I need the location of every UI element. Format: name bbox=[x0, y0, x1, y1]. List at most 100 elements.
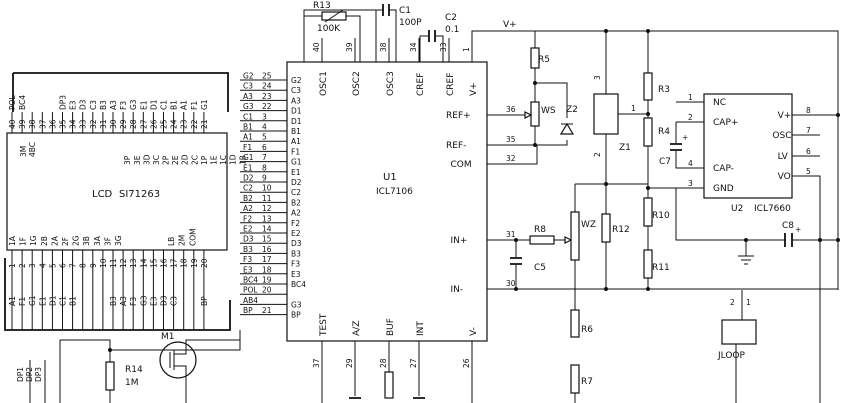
lcd-bottom-pin-number: 17 bbox=[170, 258, 179, 268]
u1-inner-left-label: E3 bbox=[291, 270, 301, 279]
z1-device bbox=[593, 93, 619, 135]
r10-label: R10 bbox=[652, 211, 670, 221]
r8-resistor bbox=[529, 235, 555, 245]
c8-capacitor bbox=[784, 233, 793, 247]
dp-wires bbox=[29, 339, 111, 403]
u1-left-pin-label: E1 bbox=[243, 163, 253, 172]
junction-r10 bbox=[646, 186, 650, 190]
junction-in-plus bbox=[514, 238, 518, 242]
lcd-bottom-segment: BP bbox=[200, 296, 209, 306]
c5-capacitor bbox=[510, 257, 522, 265]
lcd-bottom-pin-number: 13 bbox=[129, 258, 138, 268]
u1-left-pin-label: C2 bbox=[243, 184, 253, 193]
r14-value: 1M bbox=[125, 378, 139, 388]
u1-left-pin-number: 14 bbox=[262, 225, 272, 234]
u1-inner-left-label: B2 bbox=[291, 198, 301, 207]
u2-right-pin-number: 8 bbox=[806, 106, 811, 115]
ws-pot bbox=[530, 101, 540, 127]
lcd-top-segment: C3 bbox=[89, 100, 98, 110]
u1-inner-left-label: A1 bbox=[291, 137, 301, 146]
lcd-bottom-pin-number: 5 bbox=[48, 263, 57, 268]
z1-label: Z1 bbox=[619, 143, 631, 153]
lcd-inner-bottom: 3B bbox=[82, 236, 91, 246]
m1-label: M1 bbox=[161, 332, 175, 342]
lcd-bottom-pin-number: 3 bbox=[28, 263, 37, 268]
c2-capacitor bbox=[428, 30, 436, 42]
lcd-bottom-segment: E1 bbox=[38, 296, 47, 306]
bottom-pin-wires bbox=[354, 341, 473, 403]
u1-top-pin-number: 34 bbox=[409, 42, 418, 52]
lcd-bottom-segment: C3 bbox=[170, 296, 179, 306]
r13-wires bbox=[303, 9, 377, 62]
lcd-top-pin-number: 36 bbox=[48, 119, 57, 129]
lcd-inner-bottom: 3G bbox=[114, 235, 123, 246]
u1-bottom-pin-label: BUF bbox=[386, 318, 396, 336]
u1-inner-left-label: C3 bbox=[291, 86, 301, 95]
lcd-top-segment: E3 bbox=[69, 100, 78, 110]
lcd-inner-top: 3D bbox=[142, 154, 151, 165]
r10-resistor bbox=[643, 197, 653, 227]
u2-right-pin-number: 6 bbox=[806, 147, 811, 156]
junction-vrail bbox=[836, 238, 840, 242]
z2-label: Z2 bbox=[566, 105, 578, 115]
u1-body bbox=[286, 61, 488, 342]
z1-pin3: 3 bbox=[593, 75, 602, 80]
lcd-inner-top: 1E bbox=[210, 155, 219, 165]
lcd-title: LCD bbox=[92, 189, 113, 200]
u1-right-pin-number: 32 bbox=[506, 154, 516, 163]
lcd-inner-top: 2C bbox=[190, 155, 199, 165]
lcd-bottom-pin-number: 16 bbox=[160, 258, 169, 268]
u1-inner-left-label: F3 bbox=[291, 260, 300, 269]
r13-value: 100K bbox=[317, 24, 341, 34]
input-network: R8 C5 WZ R12 R6 R7 bbox=[487, 182, 838, 403]
u2-right-pin-label: VO bbox=[778, 172, 791, 182]
u2-part: ICL7660 bbox=[754, 204, 791, 214]
u1-inner-left-label: D2 bbox=[291, 178, 302, 187]
u2-left-pin-number: 4 bbox=[688, 159, 693, 168]
u1-left-pin-number: 5 bbox=[262, 133, 267, 142]
r13-wiper bbox=[324, 9, 344, 23]
u2-left-pin-label: GND bbox=[713, 184, 734, 194]
u1-bottom-pin-number: 26 bbox=[462, 358, 471, 368]
u1-bottom-pin-label: V- bbox=[469, 327, 479, 336]
u1-left-pin-number: 3 bbox=[262, 112, 267, 121]
u1-top-pin-label: OSC2 bbox=[352, 71, 362, 96]
u1-top-pin-label: CREF bbox=[446, 73, 456, 96]
lcd-top-segment: C1 bbox=[160, 100, 169, 110]
u1-inner-left-label: C2 bbox=[291, 188, 301, 197]
u1-left-pin-label: A3 bbox=[243, 92, 253, 101]
lcd-tag-4bc: 4BC bbox=[28, 142, 37, 157]
lcd-inner-top: 3P bbox=[123, 155, 132, 165]
u1-bottom-pin-number: 28 bbox=[379, 358, 388, 368]
lcd-bottom-segment: G1 bbox=[28, 295, 37, 306]
lcd-inner-bottom: 2B bbox=[40, 236, 49, 246]
lcd-inner-top: 1D bbox=[229, 154, 238, 165]
u1-inner-left-label: G3 bbox=[291, 300, 302, 309]
u1-left-pin-number: 23 bbox=[262, 92, 272, 101]
u1-inner-left-label: F1 bbox=[291, 147, 300, 156]
lcd-bottom-segment: B3 bbox=[109, 296, 118, 306]
jloop-pin1: 1 bbox=[746, 298, 751, 307]
u1-top-pin-number: 1 bbox=[462, 47, 471, 52]
u1-left-pin-number: 10 bbox=[262, 184, 272, 193]
lcd-bottom-segment: F1 bbox=[18, 297, 27, 306]
lcd-bottom-segment: F3 bbox=[129, 297, 138, 306]
u1-left-pin-number: 11 bbox=[262, 194, 272, 203]
lcd-bottom-segment: C1 bbox=[59, 296, 68, 306]
u1-right-pin-label: REF- bbox=[446, 141, 466, 151]
lcd-top-segment: D1 bbox=[149, 99, 158, 110]
c8-label: C8 bbox=[782, 221, 794, 231]
u1-inner-left-label: G1 bbox=[291, 158, 302, 167]
r6-resistor bbox=[570, 309, 580, 338]
u1-left-pin-label: E2 bbox=[243, 225, 253, 234]
u1-left-pin-number: 21 bbox=[262, 306, 272, 315]
c1-value: 100P bbox=[399, 18, 422, 28]
u1-left-pin-label: G3 bbox=[243, 102, 254, 111]
sensor-network: Z1 3 1 2 R3 R4 R10 R11 + C7 bbox=[593, 29, 704, 290]
m1-wires bbox=[110, 330, 241, 403]
lcd-bottom-bus bbox=[4, 258, 231, 331]
u1-bottom-pin-label: TEST bbox=[319, 313, 329, 337]
lcd-top-pin-number: 32 bbox=[89, 119, 98, 129]
r3-label: R3 bbox=[658, 85, 670, 95]
